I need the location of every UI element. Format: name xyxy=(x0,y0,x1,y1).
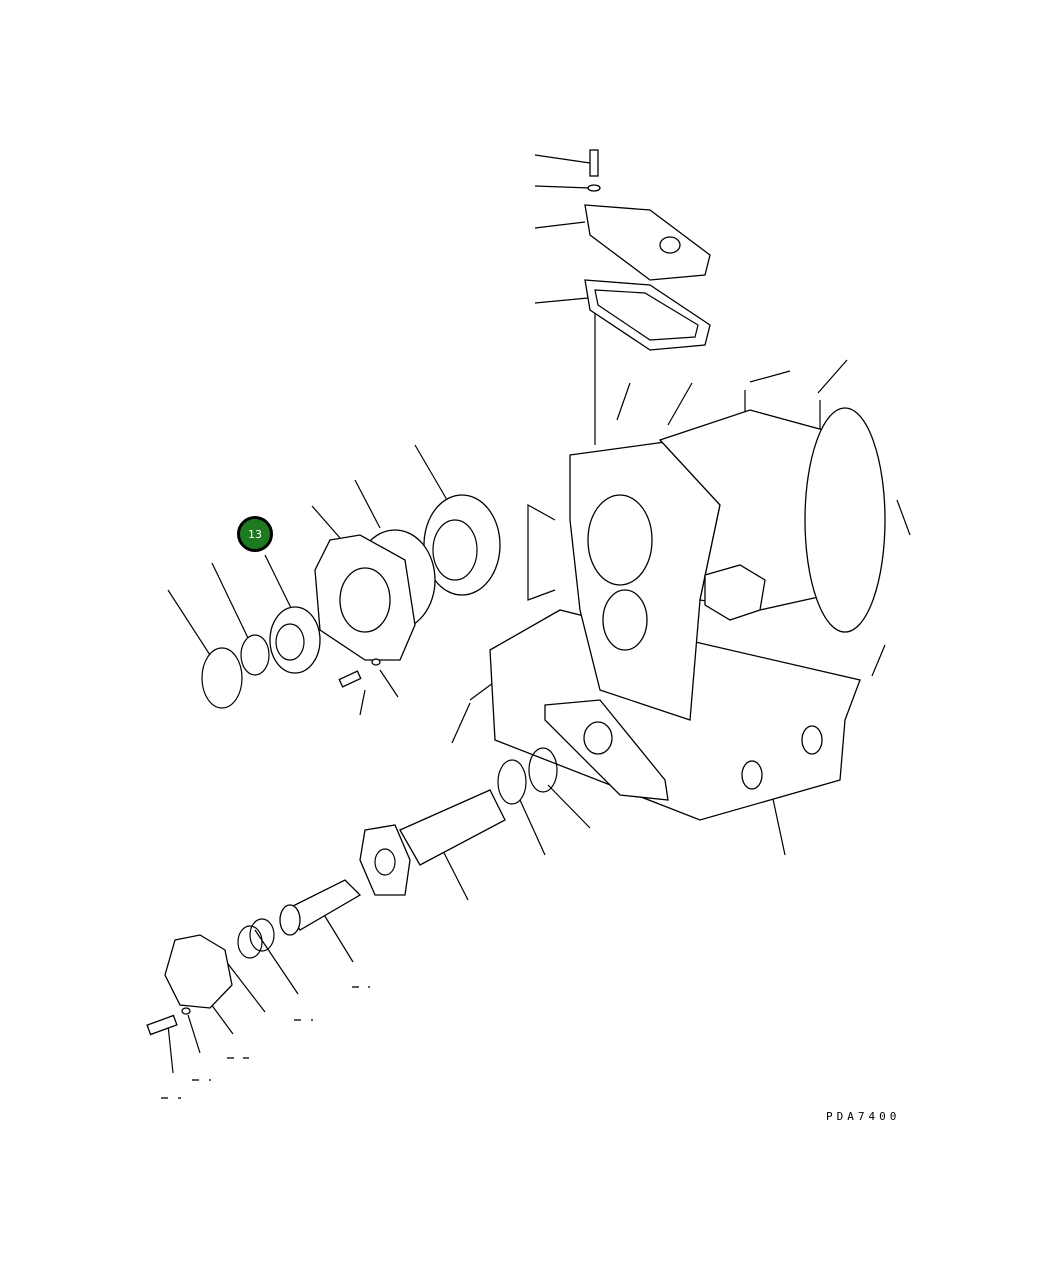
drawing-code: PDA7400 xyxy=(826,1110,901,1123)
callout-13-badge[interactable]: 13 xyxy=(237,516,273,552)
shaft-and-cover-parts xyxy=(146,747,558,1036)
dash-marks xyxy=(161,986,370,1099)
transmission-case xyxy=(489,407,886,821)
top-cover-parts xyxy=(584,149,711,351)
left-exploded-parts xyxy=(201,494,501,709)
